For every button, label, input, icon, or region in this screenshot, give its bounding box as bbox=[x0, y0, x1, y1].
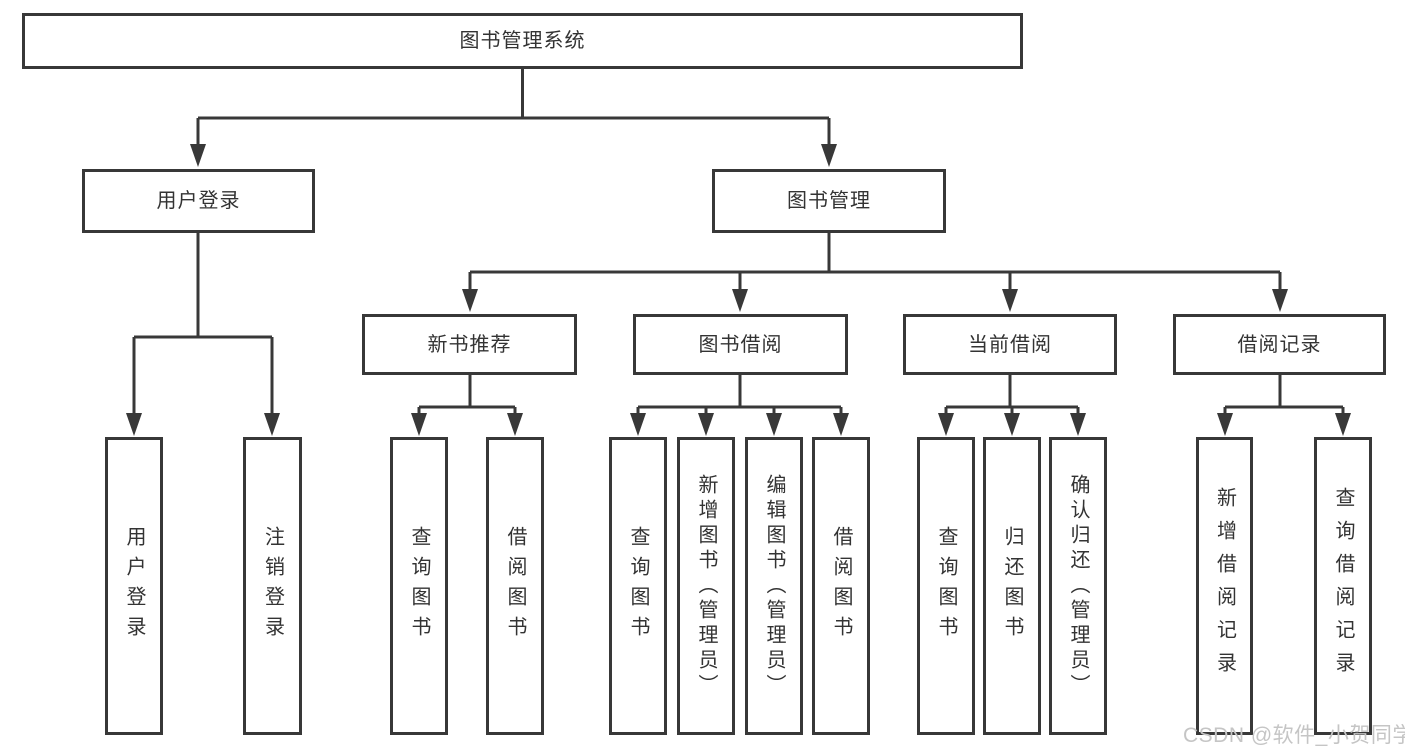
arrowhead-icon bbox=[1070, 413, 1086, 436]
leaf-label: 新增图书（管理员） bbox=[695, 473, 717, 699]
leaf-edit-books-admin: 编辑图书（管理员） bbox=[745, 437, 803, 735]
leaf-query-books-1: 查询图书 bbox=[390, 437, 448, 735]
connector-newbook-to-children bbox=[417, 375, 517, 415]
leaf-query-books-2: 查询图书 bbox=[609, 437, 667, 735]
node-label: 新书推荐 bbox=[427, 333, 512, 356]
node-book-management-branch: 图书管理 bbox=[712, 169, 946, 233]
node-label: 用户登录 bbox=[156, 190, 241, 212]
leaf-logout: 注销登录 bbox=[243, 437, 302, 735]
leaf-label: 借阅图书 bbox=[504, 526, 526, 646]
leaf-label: 查询图书 bbox=[627, 526, 649, 646]
arrowhead-icon bbox=[630, 413, 646, 436]
leaf-add-books-admin: 新增图书（管理员） bbox=[677, 437, 735, 735]
node-new-book-recommend: 新书推荐 bbox=[362, 314, 577, 375]
node-borrow-records: 借阅记录 bbox=[1173, 314, 1386, 375]
arrowhead-icon bbox=[1004, 413, 1020, 436]
leaf-borrow-books-2: 借阅图书 bbox=[812, 437, 870, 735]
arrowhead-icon bbox=[411, 413, 427, 436]
leaf-query-books-3: 查询图书 bbox=[917, 437, 975, 735]
connector-currentborrow-to-children bbox=[944, 375, 1080, 415]
connector-bookborrow-to-children bbox=[636, 375, 843, 415]
node-label: 图书管理系统 bbox=[459, 30, 586, 52]
arrowhead-icon bbox=[766, 413, 782, 436]
leaf-label: 查询图书 bbox=[935, 526, 957, 646]
leaf-label: 注销登录 bbox=[261, 526, 284, 646]
connector-userlogin-to-children bbox=[132, 233, 274, 415]
arrowhead-icon bbox=[190, 144, 206, 167]
node-root-system: 图书管理系统 bbox=[22, 13, 1023, 69]
arrowhead-icon bbox=[507, 413, 523, 436]
leaf-return-books: 归还图书 bbox=[983, 437, 1041, 735]
arrowhead-icon bbox=[126, 413, 142, 436]
node-user-login-branch: 用户登录 bbox=[82, 169, 315, 233]
node-label: 借阅记录 bbox=[1237, 333, 1322, 356]
arrowhead-icon bbox=[938, 413, 954, 436]
arrowhead-icon bbox=[462, 289, 478, 312]
leaf-user-login: 用户登录 bbox=[105, 437, 163, 735]
connector-bookmgmt-to-sections bbox=[468, 233, 1282, 291]
arrowhead-icon bbox=[833, 413, 849, 436]
leaf-label: 归还图书 bbox=[1001, 526, 1023, 646]
leaf-label: 确认归还（管理员） bbox=[1067, 473, 1089, 699]
leaf-query-borrow-record: 查询借阅记录 bbox=[1314, 437, 1372, 735]
arrowhead-icon bbox=[732, 289, 748, 312]
leaf-label: 用户登录 bbox=[123, 526, 145, 646]
leaf-borrow-books-1: 借阅图书 bbox=[486, 437, 544, 735]
leaf-label: 新增借阅记录 bbox=[1213, 487, 1236, 685]
leaf-label: 查询借阅记录 bbox=[1332, 487, 1354, 685]
node-label: 图书借阅 bbox=[698, 333, 783, 356]
arrowhead-icon bbox=[1272, 289, 1288, 312]
node-book-borrow: 图书借阅 bbox=[633, 314, 848, 375]
leaf-label: 查询图书 bbox=[408, 526, 430, 646]
node-label: 图书管理 bbox=[787, 190, 871, 212]
node-current-borrow: 当前借阅 bbox=[903, 314, 1117, 375]
node-label: 当前借阅 bbox=[968, 333, 1052, 356]
arrowhead-icon bbox=[264, 413, 280, 436]
arrowhead-icon bbox=[698, 413, 714, 436]
arrowhead-icon bbox=[1335, 413, 1351, 436]
leaf-label: 编辑图书（管理员） bbox=[763, 473, 785, 699]
csdn-watermark: CSDN @软件_小贺同学 bbox=[1183, 724, 1405, 747]
connector-records-to-children bbox=[1223, 375, 1345, 415]
leaf-confirm-return-admin: 确认归还（管理员） bbox=[1049, 437, 1107, 735]
arrowhead-icon bbox=[1217, 413, 1233, 436]
leaf-label: 借阅图书 bbox=[830, 526, 852, 646]
leaf-add-borrow-record: 新增借阅记录 bbox=[1196, 437, 1253, 735]
arrowhead-icon bbox=[1002, 289, 1018, 312]
arrowhead-icon bbox=[821, 144, 837, 167]
connector-root-to-level2 bbox=[196, 68, 831, 146]
